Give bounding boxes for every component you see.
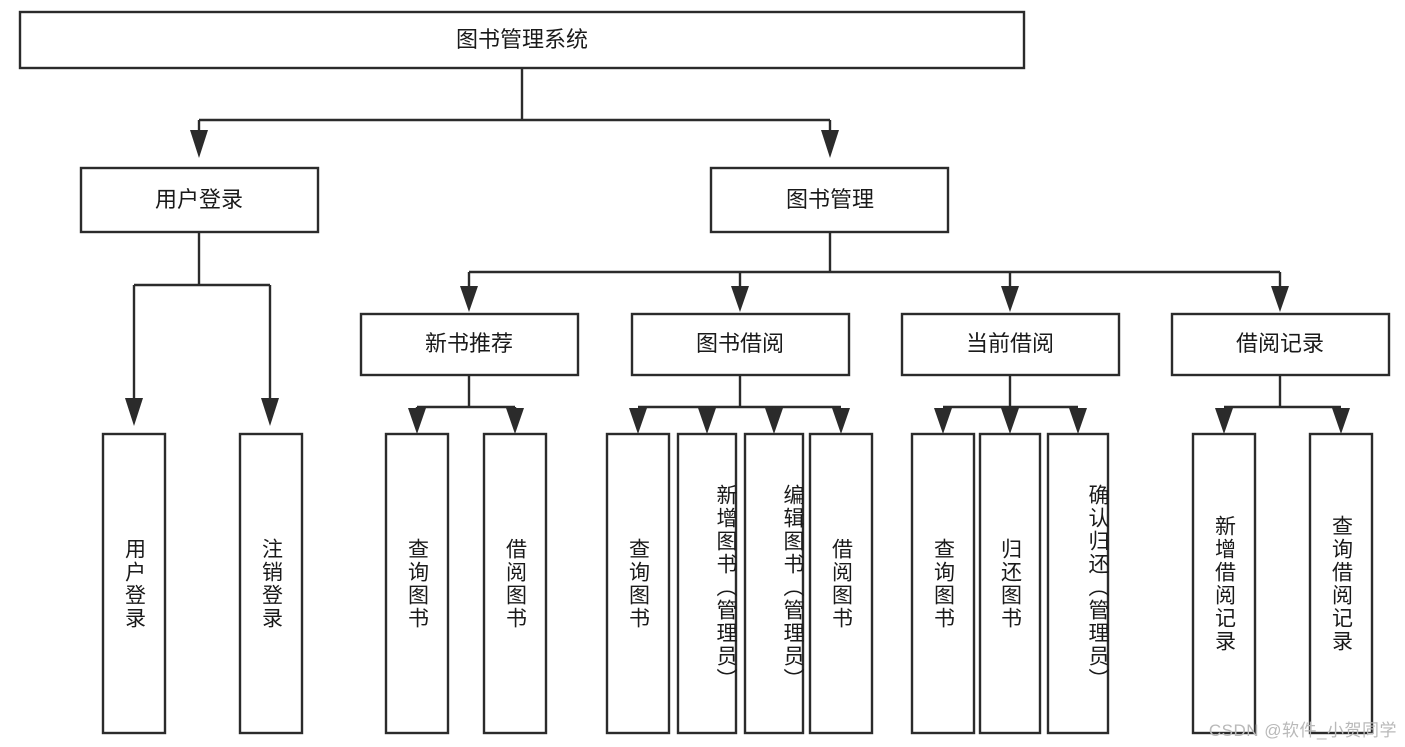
node-label-new-book-recommend: 新书推荐 <box>425 331 513 356</box>
node-box-leaf-add-book[interactable] <box>676 432 738 735</box>
node-label-title: 图书管理系统 <box>456 27 588 52</box>
node-user-login[interactable]: 用户登录 <box>79 166 320 234</box>
node-box-leaf-logout-login[interactable] <box>238 432 304 735</box>
arrow-head-leaf-borrow-book-1 <box>506 408 524 434</box>
node-box-current-borrow[interactable] <box>900 312 1121 377</box>
node-label-book-borrow: 图书借阅 <box>696 331 784 356</box>
arrow-head-leaf-query-record <box>1332 408 1350 434</box>
node-box-leaf-add-record[interactable] <box>1191 432 1257 735</box>
arrow-head-book-borrow <box>731 286 749 312</box>
arrow-head-leaf-borrow-book-2 <box>832 408 850 434</box>
node-box-leaf-confirm-return[interactable] <box>1046 432 1110 735</box>
arrow-head-leaf-add-record <box>1215 408 1233 434</box>
node-box-new-book-recommend[interactable] <box>359 312 580 377</box>
node-current-borrow[interactable]: 当前借阅 <box>900 312 1121 377</box>
node-box-leaf-borrow-book-2[interactable] <box>808 432 874 735</box>
node-new-book-recommend[interactable]: 新书推荐 <box>359 312 580 377</box>
arrow-head-leaf-confirm-return <box>1069 408 1087 434</box>
arrow-head-leaf-return-book <box>1001 408 1019 434</box>
arrow-head-leaf-add-book <box>698 408 716 434</box>
arrow-head-new-book-recommend <box>460 286 478 312</box>
node-box-leaf-return-book[interactable] <box>978 432 1042 735</box>
node-box-leaf-query-book-3[interactable] <box>910 432 976 735</box>
node-box-leaf-query-book-2[interactable] <box>605 432 671 735</box>
node-box-book-borrow[interactable] <box>630 312 851 377</box>
node-box-book-manage[interactable] <box>709 166 950 234</box>
arrow-head-userlogin <box>190 130 208 158</box>
node-borrow-record[interactable]: 借阅记录 <box>1170 312 1391 377</box>
node-title-root[interactable]: 图书管理系统 <box>18 10 1026 70</box>
arrow-head-leaf-query-book-1 <box>408 408 426 434</box>
node-box-title[interactable] <box>18 10 1026 70</box>
arrow-head-current-borrow <box>1001 286 1019 312</box>
node-box-leaf-query-book-1[interactable] <box>384 432 450 735</box>
node-label-user-login: 用户登录 <box>155 187 243 212</box>
arrow-head-bookmanage <box>821 130 839 158</box>
node-box-leaf-user-login[interactable] <box>101 432 167 735</box>
node-label-borrow-record: 借阅记录 <box>1236 331 1324 356</box>
arrow-head-leaf-user-login <box>125 398 143 426</box>
csdn-watermark: CSDN @软件_小贺同学 <box>1208 721 1397 740</box>
node-box-leaf-edit-book[interactable] <box>743 432 805 735</box>
arrow-head-leaf-query-book-2 <box>629 408 647 434</box>
node-label-current-borrow: 当前借阅 <box>966 331 1054 356</box>
node-box-leaf-borrow-book-1[interactable] <box>482 432 548 735</box>
arrow-head-leaf-edit-book <box>765 408 783 434</box>
arrow-head-leaf-query-book-3 <box>934 408 952 434</box>
node-book-manage[interactable]: 图书管理 <box>709 166 950 234</box>
node-box-user-login[interactable] <box>79 166 320 234</box>
node-box-leaf-query-record[interactable] <box>1308 432 1374 735</box>
node-box-borrow-record[interactable] <box>1170 312 1391 377</box>
connectors-root <box>125 68 1350 434</box>
node-label-book-manage: 图书管理 <box>786 187 874 212</box>
arrow-head-leaf-logout-login <box>261 398 279 426</box>
arrow-head-borrow-record <box>1271 286 1289 312</box>
node-book-borrow[interactable]: 图书借阅 <box>630 312 851 377</box>
